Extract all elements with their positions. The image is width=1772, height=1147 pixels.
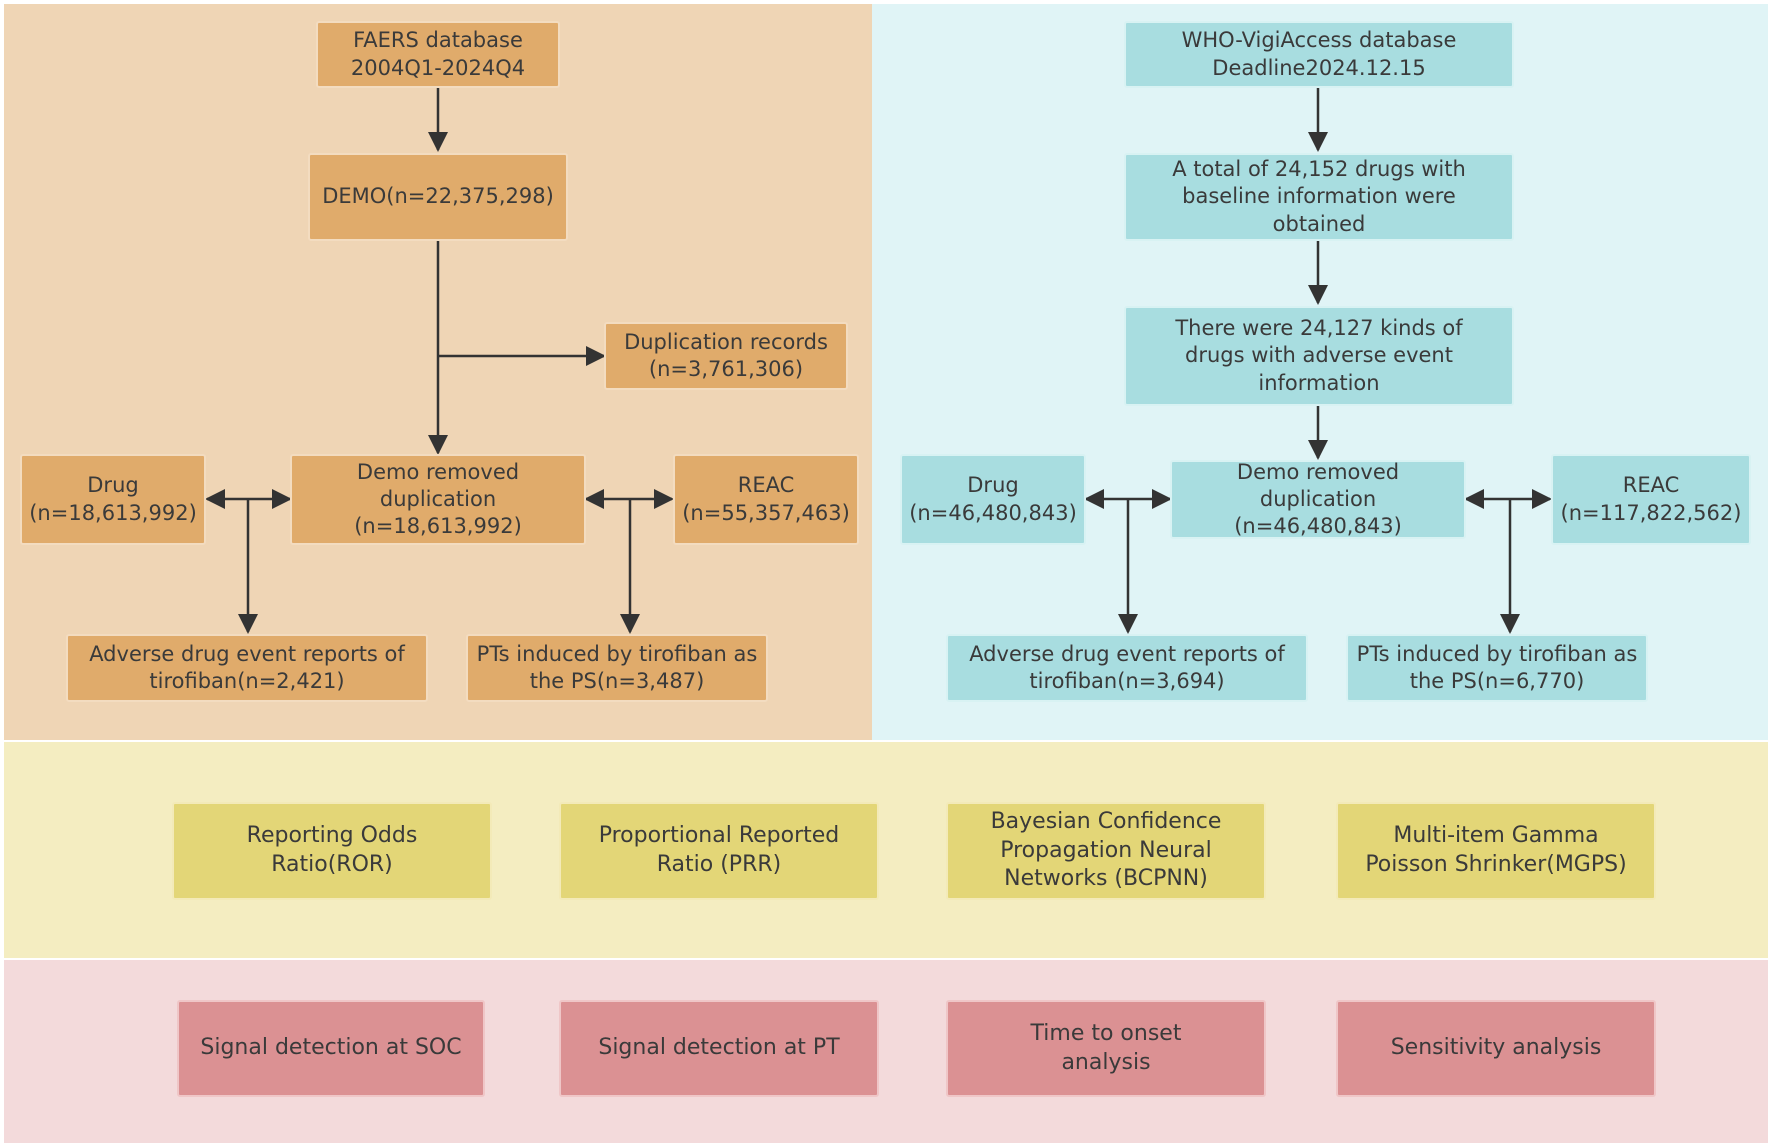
text-line: Ratio(ROR) bbox=[271, 852, 393, 877]
text-line: REAC bbox=[1622, 473, 1680, 498]
text-line: Networks (BCPNN) bbox=[1004, 866, 1208, 892]
text-line: PTs induced by tirofiban as bbox=[476, 641, 758, 666]
text-line: Ratio (PRR) bbox=[656, 852, 782, 877]
text-line: duplication bbox=[1259, 486, 1377, 511]
text-line: Signal detection at SOC bbox=[200, 1035, 462, 1061]
text-line: (n=46,480,843) bbox=[1234, 514, 1402, 539]
who-total-drugs-box: A total of 24,152 drugs with baseline in… bbox=[1124, 153, 1514, 241]
text-line: Drug bbox=[967, 473, 1019, 498]
text-line: duplication bbox=[379, 486, 497, 511]
text-line: Drug bbox=[87, 473, 139, 498]
text-line: (n=3,761,306) bbox=[648, 357, 804, 381]
text-line: PTs induced by tirofiban as bbox=[1356, 641, 1638, 666]
text-line: (n=55,357,463) bbox=[682, 500, 850, 525]
text-line: Poisson Shrinker(MGPS) bbox=[1365, 852, 1627, 877]
faers-reac-box: REAC (n=55,357,463) bbox=[673, 454, 859, 545]
text-line: (n=117,822,562) bbox=[1560, 500, 1742, 525]
analysis-pt-box: Signal detection at PT bbox=[559, 1000, 879, 1097]
text-line: FAERS database bbox=[353, 28, 523, 53]
text-line: Adverse drug event reports of bbox=[969, 641, 1285, 666]
text-line: Proportional Reported bbox=[598, 823, 840, 849]
text-line: analysis bbox=[1061, 1049, 1151, 1075]
text-line: Demo removed bbox=[1236, 459, 1400, 484]
who-drug-box: Drug (n=46,480,843) bbox=[900, 454, 1086, 545]
who-source-box: WHO-VigiAccess database Deadline2024.12.… bbox=[1124, 21, 1514, 88]
text-line: Signal detection at PT bbox=[598, 1035, 840, 1061]
text-line: the PS(n=6,770) bbox=[1409, 669, 1585, 693]
analysis-soc-box: Signal detection at SOC bbox=[177, 1000, 485, 1097]
who-removed-duplication-box: Demo removed duplication (n=46,480,843) bbox=[1170, 460, 1466, 539]
text-line: Time to onset bbox=[1030, 1020, 1182, 1046]
text-line: (n=46,480,843) bbox=[909, 500, 1077, 525]
text-line: A total of 24,152 drugs with bbox=[1172, 157, 1466, 182]
text-line: DEMO(n=22,375,298) bbox=[322, 184, 554, 209]
who-ade-reports-box: Adverse drug event reports of tirofiban(… bbox=[946, 634, 1308, 702]
text-line: REAC bbox=[737, 473, 795, 498]
faers-demo-box: DEMO(n=22,375,298) bbox=[308, 153, 568, 241]
method-mgps-box: Multi-item Gamma Poisson Shrinker(MGPS) bbox=[1336, 802, 1656, 900]
text-line: Deadline2024.12.15 bbox=[1212, 55, 1426, 80]
text-line: Adverse drug event reports of bbox=[89, 641, 405, 666]
method-prr-box: Proportional Reported Ratio (PRR) bbox=[559, 802, 879, 900]
faers-removed-duplication-box: Demo removed duplication (n=18,613,992) bbox=[290, 454, 586, 545]
text-line: baseline information were bbox=[1182, 184, 1456, 209]
text-line: obtained bbox=[1272, 211, 1366, 236]
who-pts-box: PTs induced by tirofiban as the PS(n=6,7… bbox=[1346, 634, 1648, 702]
text-line: drugs with adverse event bbox=[1185, 343, 1453, 368]
analysis-time-to-onset-box: Time to onset analysis bbox=[946, 1000, 1266, 1097]
who-adverse-event-kinds-box: There were 24,127 kinds of drugs with ad… bbox=[1124, 306, 1514, 406]
faers-pts-box: PTs induced by tirofiban as the PS(n=3,4… bbox=[466, 634, 768, 702]
text-line: Propagation Neural bbox=[1000, 837, 1212, 863]
text-line: Duplication records bbox=[624, 329, 828, 354]
text-line: the PS(n=3,487) bbox=[529, 669, 705, 693]
text-line: There were 24,127 kinds of bbox=[1175, 316, 1463, 341]
method-bcpnn-box: Bayesian Confidence Propagation Neural N… bbox=[946, 802, 1266, 900]
faers-drug-box: Drug (n=18,613,992) bbox=[20, 454, 206, 545]
text-line: tirofiban(n=2,421) bbox=[149, 669, 345, 693]
text-line: tirofiban(n=3,694) bbox=[1029, 669, 1225, 693]
analysis-sensitivity-box: Sensitivity analysis bbox=[1336, 1000, 1656, 1097]
text-line: Bayesian Confidence bbox=[990, 809, 1222, 835]
text-line: 2004Q1-2024Q4 bbox=[350, 55, 526, 80]
faers-source-box: FAERS database 2004Q1-2024Q4 bbox=[316, 21, 560, 88]
text-line: Multi-item Gamma bbox=[1393, 823, 1599, 849]
text-line: information bbox=[1258, 370, 1380, 395]
text-line: Demo removed bbox=[356, 459, 520, 484]
faers-ade-reports-box: Adverse drug event reports of tirofiban(… bbox=[66, 634, 428, 702]
text-line: WHO-VigiAccess database bbox=[1181, 28, 1457, 53]
method-ror-box: Reporting Odds Ratio(ROR) bbox=[172, 802, 492, 900]
who-reac-box: REAC (n=117,822,562) bbox=[1551, 454, 1751, 545]
text-line: Reporting Odds bbox=[246, 823, 418, 849]
text-line: (n=18,613,992) bbox=[354, 514, 522, 539]
text-line: (n=18,613,992) bbox=[29, 500, 197, 525]
text-line: Sensitivity analysis bbox=[1390, 1035, 1602, 1061]
faers-duplication-box: Duplication records (n=3,761,306) bbox=[604, 322, 848, 390]
